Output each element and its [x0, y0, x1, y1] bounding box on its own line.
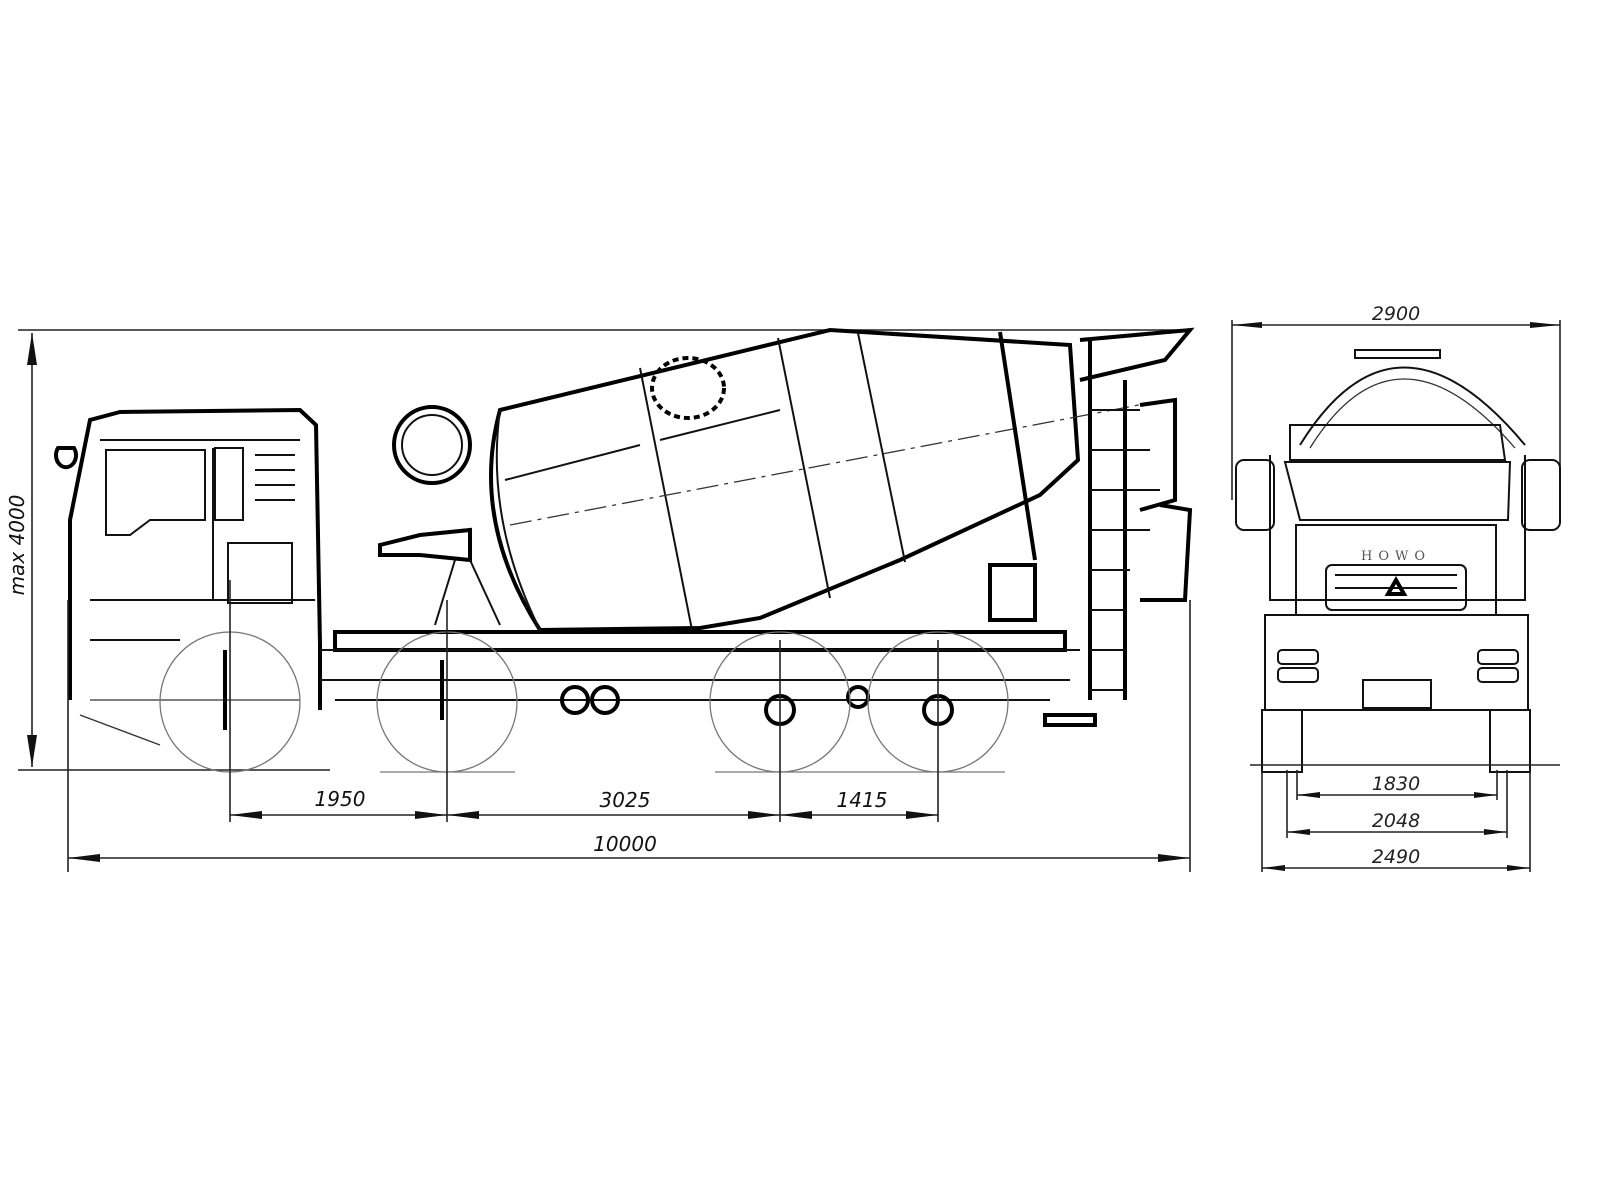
- hopper-chute: [378, 527, 472, 563]
- hopper-ring: [392, 405, 472, 485]
- wheelbase-label-2: 3025: [600, 788, 651, 812]
- length-label: 10000: [593, 832, 657, 856]
- height-dimension: max 4000: [5, 333, 37, 767]
- wheelbase-label-1: 1950: [315, 787, 366, 811]
- track-label-2: 2048: [1372, 810, 1420, 832]
- width-dimension: 2900: [1231, 303, 1561, 520]
- front-wheel-right: [1489, 709, 1531, 773]
- wheelbase-label-3: 1415: [837, 788, 888, 812]
- chassis-frame: [320, 563, 1080, 715]
- rear-ladder: [1043, 327, 1195, 727]
- width-label: 2900: [1372, 303, 1420, 325]
- side-view: max 4000: [5, 327, 1195, 872]
- track-label-3: 2490: [1372, 846, 1420, 868]
- front-wheel-left: [1261, 709, 1303, 773]
- track-label-1: 1830: [1372, 773, 1420, 795]
- front-cab: HOWO: [1235, 424, 1561, 711]
- howo-logo: HOWO: [1361, 549, 1431, 564]
- truck-cab: [54, 407, 322, 746]
- logo-emblem-icon: [1384, 575, 1408, 596]
- front-view: 2900 HOWO: [1231, 303, 1561, 872]
- wheelbase-dimension: 1950 3025 1415: [230, 787, 938, 819]
- height-label: max 4000: [5, 495, 29, 596]
- mixer-drum: [489, 327, 1166, 633]
- track-dimensions: 1830 2048 2490: [1262, 773, 1530, 871]
- length-dimension: 10000: [68, 832, 1190, 862]
- wheels: [159, 631, 1009, 773]
